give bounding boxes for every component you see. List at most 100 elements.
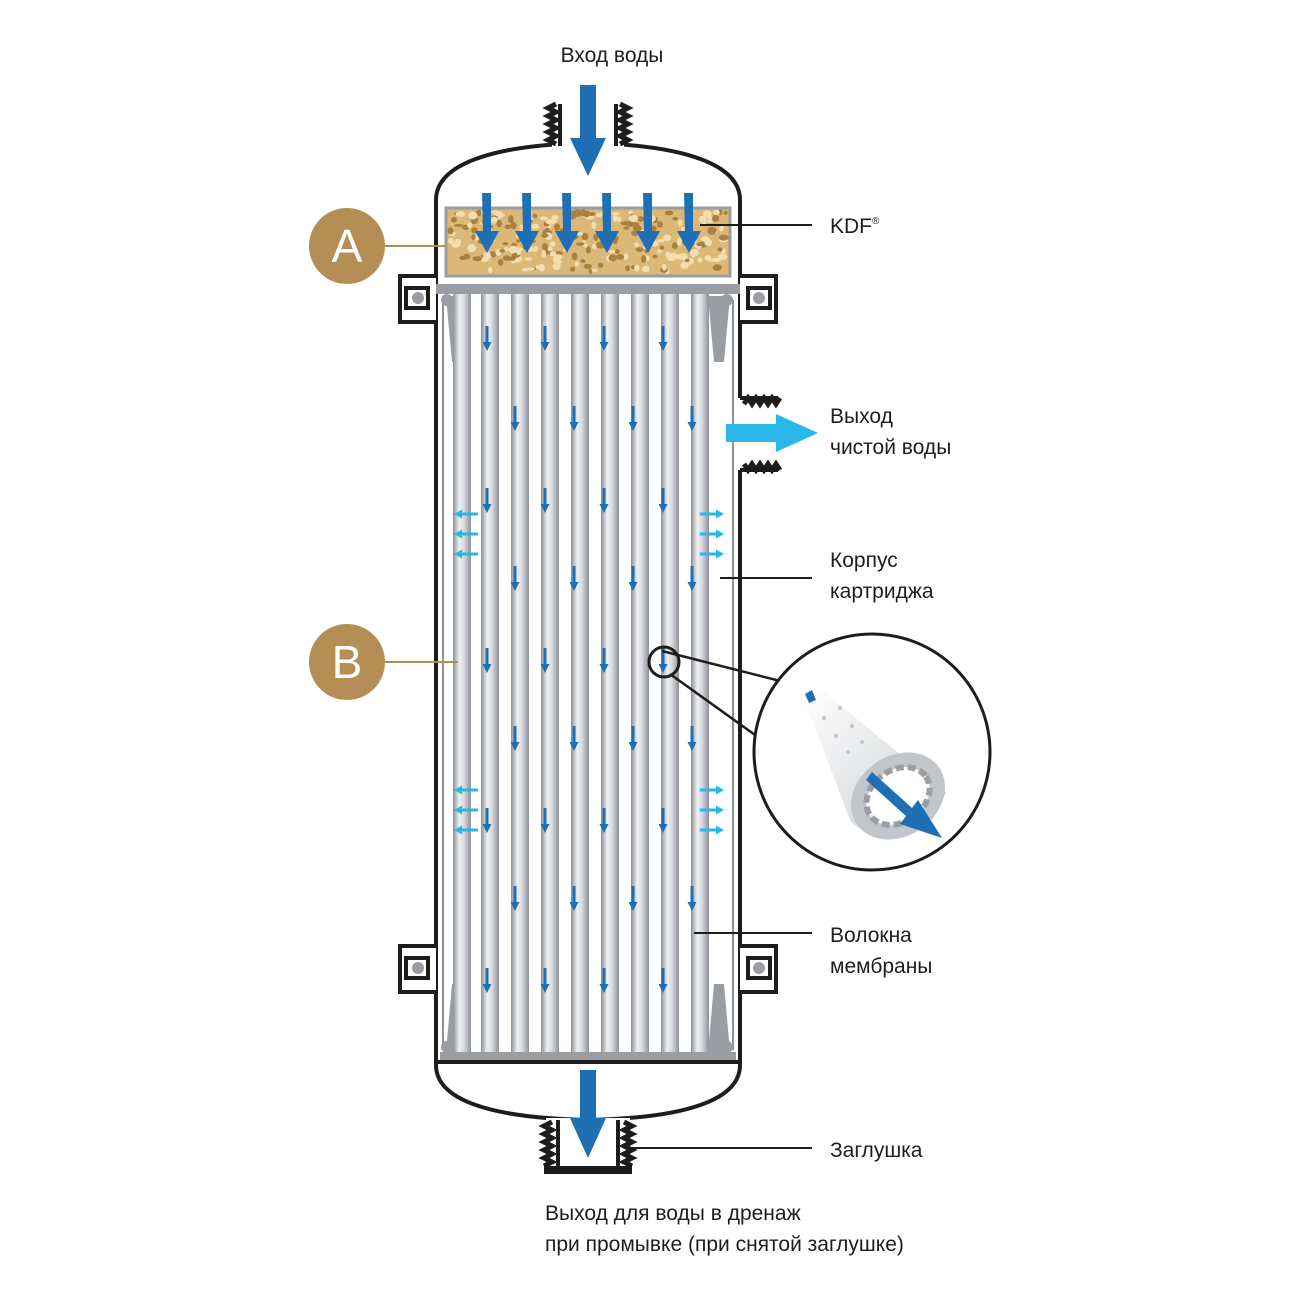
kdf-granule (532, 213, 538, 219)
kdf-granule (635, 247, 644, 253)
kdf-granule (593, 233, 599, 241)
kdf-granule (541, 250, 547, 258)
kdf-granule (698, 215, 707, 223)
kdf-granule (502, 255, 511, 261)
drain-arrow-icon (570, 1070, 606, 1158)
kdf-granule (541, 233, 549, 238)
kdf-granule (447, 237, 454, 244)
kdf-granule (508, 245, 519, 254)
kdf-granule (595, 213, 603, 218)
kdf-granule (576, 242, 585, 246)
fibers-label-line2: мембраны (830, 955, 932, 978)
membrane-fiber (511, 294, 529, 1052)
flow-arrow-icon (658, 968, 668, 993)
permeate-arrow-icon (454, 805, 478, 815)
outlet-label-line1: Выход (830, 405, 893, 428)
permeate-arrow-icon (454, 509, 478, 519)
flow-arrow-icon (482, 648, 492, 673)
flow-arrow-icon (628, 886, 638, 911)
flow-arrow-icon (599, 648, 609, 673)
kdf-granule (676, 238, 682, 246)
kdf-granule (704, 254, 711, 261)
kdf-granule (620, 221, 631, 226)
kdf-granule (454, 238, 462, 245)
badge-a: A (309, 208, 446, 284)
kdf-granule (612, 214, 618, 222)
kdf-granule (549, 241, 556, 247)
kdf-granule (503, 246, 509, 252)
kdf-granule (476, 209, 482, 217)
permeate-arrow-icon (700, 805, 724, 815)
membrane-fiber (631, 294, 649, 1052)
kdf-granule (586, 246, 591, 254)
flow-arrow-icon (540, 808, 550, 833)
membrane-fiber (691, 294, 709, 1052)
permeate-arrow-icon (454, 825, 478, 835)
permeate-arrow-icon (700, 549, 724, 559)
permeate-arrow-icon (454, 785, 478, 795)
kdf-granule (554, 223, 560, 231)
kdf-granule (583, 263, 592, 269)
kdf-granule (712, 264, 722, 271)
kdf-granule (634, 242, 640, 247)
kdf-granule (574, 261, 580, 267)
flow-arrow-icon (599, 968, 609, 993)
kdf-granule (496, 219, 503, 228)
badge-a-letter: A (332, 220, 363, 272)
kdf-granule (516, 247, 522, 255)
flow-arrow-icon (599, 326, 609, 351)
kdf-granule (652, 254, 658, 259)
kdf-granule (572, 209, 583, 217)
kdf-granule (657, 249, 662, 254)
kdf-granule (576, 232, 584, 236)
flow-arrow-icon (482, 488, 492, 513)
kdf-granule (510, 260, 516, 264)
drain-label-line2: при промывке (при снятой заглушке) (545, 1233, 904, 1256)
kdf-granule (591, 221, 597, 230)
kdf-granule (516, 239, 521, 243)
kdf-granule (623, 226, 630, 230)
kdf-granule (571, 252, 578, 261)
flow-arrow-icon (540, 326, 550, 351)
permeate-arrow-icon (700, 785, 724, 795)
outlet-label-line2: чистой воды (830, 436, 951, 459)
flow-arrow-icon (687, 886, 697, 911)
kdf-granule (706, 219, 713, 224)
flow-arrow-icon (628, 406, 638, 431)
kdf-granule (591, 244, 597, 250)
kdf-label: KDF® (830, 215, 880, 238)
kdf-granule (632, 224, 642, 232)
kdf-granule (616, 254, 625, 260)
membrane-fiber (453, 294, 471, 1052)
kdf-granule (723, 210, 728, 215)
kdf-granule (625, 265, 630, 272)
flow-arrow-icon (510, 566, 520, 591)
kdf-granule (656, 221, 663, 228)
kdf-granule (642, 265, 650, 270)
kdf-granule (504, 224, 512, 229)
kdf-granule (581, 232, 589, 241)
kdf-granule (636, 216, 645, 222)
kdf-granule (454, 223, 464, 227)
permeate-arrow-icon (700, 825, 724, 835)
badge-b-letter: B (332, 636, 363, 688)
flow-arrow-icon (540, 648, 550, 673)
flow-arrow-icon (687, 406, 697, 431)
magnifier-source-ring (647, 645, 681, 679)
flow-arrow-icon (658, 648, 668, 673)
upper-flange (398, 274, 778, 324)
flow-arrow-icon (540, 968, 550, 993)
kdf-granule (662, 263, 667, 271)
kdf-granule (612, 239, 618, 245)
kdf-granule (580, 209, 586, 217)
inlet-arrow-icon (570, 85, 606, 176)
flow-arrow-icon (540, 488, 550, 513)
kdf-granule (502, 242, 509, 246)
kdf-granule (552, 262, 561, 271)
kdf-granule (608, 250, 616, 254)
flow-arrow-icon (569, 566, 579, 591)
membrane-fiber (541, 294, 559, 1052)
kdf-granule (570, 266, 576, 272)
kdf-granule (545, 219, 556, 225)
